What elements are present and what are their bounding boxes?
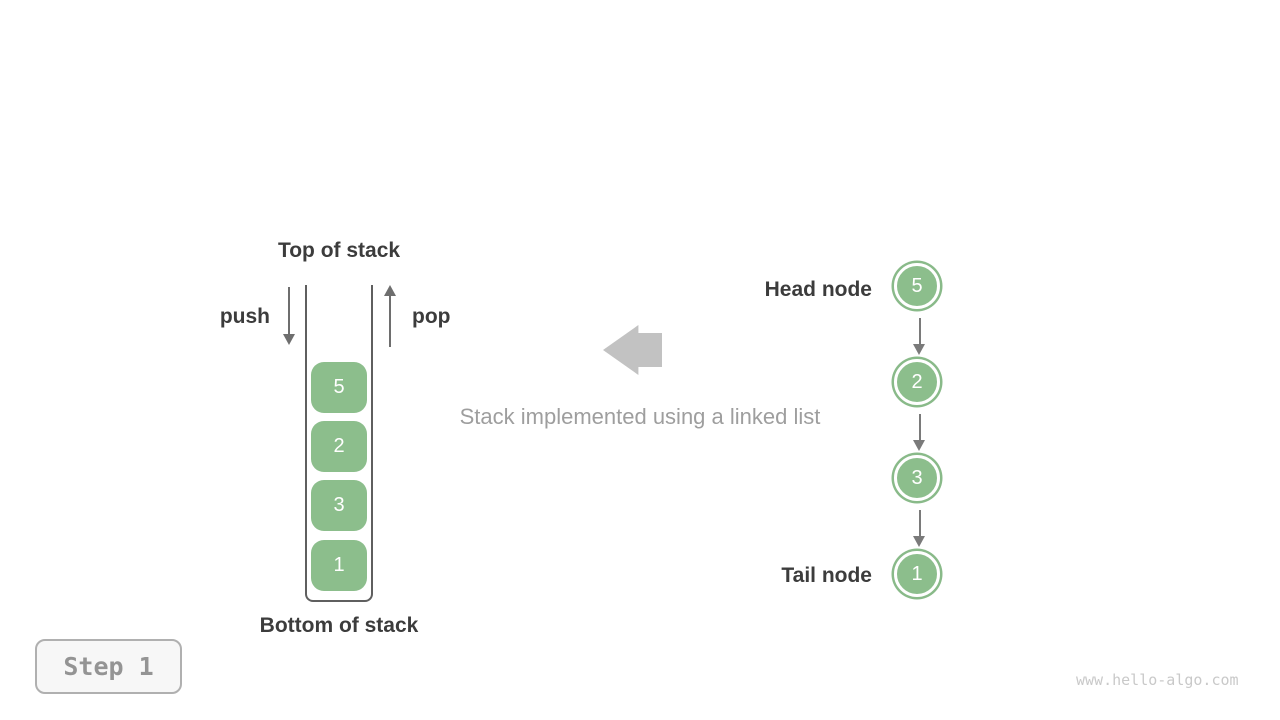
stack-item: 3 [311, 480, 367, 531]
pop-arrow-icon [389, 295, 391, 347]
stack-item: 5 [311, 362, 367, 413]
pop-arrowhead-icon [384, 285, 396, 296]
list-node: 2 [894, 359, 940, 405]
big-left-arrow-icon [603, 325, 662, 375]
push-arrow-icon [288, 287, 290, 334]
list-node: 3 [894, 455, 940, 501]
top-of-stack-label: Top of stack [277, 239, 401, 262]
head-node-label: Head node [764, 278, 872, 301]
watermark: www.hello-algo.com [1076, 671, 1239, 689]
pop-label: pop [412, 305, 451, 328]
link-arrowhead-icon [913, 536, 925, 547]
stack-item: 1 [311, 540, 367, 591]
link-arrow-icon [919, 318, 921, 344]
link-arrowhead-icon [913, 440, 925, 451]
link-arrow-icon [919, 414, 921, 440]
push-arrowhead-icon [283, 334, 295, 345]
caption: Stack implemented using a linked list [459, 404, 821, 429]
list-node: 1 [894, 551, 940, 597]
link-arrow-icon [919, 510, 921, 536]
list-node: 5 [894, 263, 940, 309]
stack-item: 2 [311, 421, 367, 472]
link-arrowhead-icon [913, 344, 925, 355]
step-badge: Step 1 [35, 639, 182, 694]
bottom-of-stack-label: Bottom of stack [259, 614, 419, 637]
tail-node-label: Tail node [781, 564, 872, 587]
push-label: push [219, 305, 270, 328]
